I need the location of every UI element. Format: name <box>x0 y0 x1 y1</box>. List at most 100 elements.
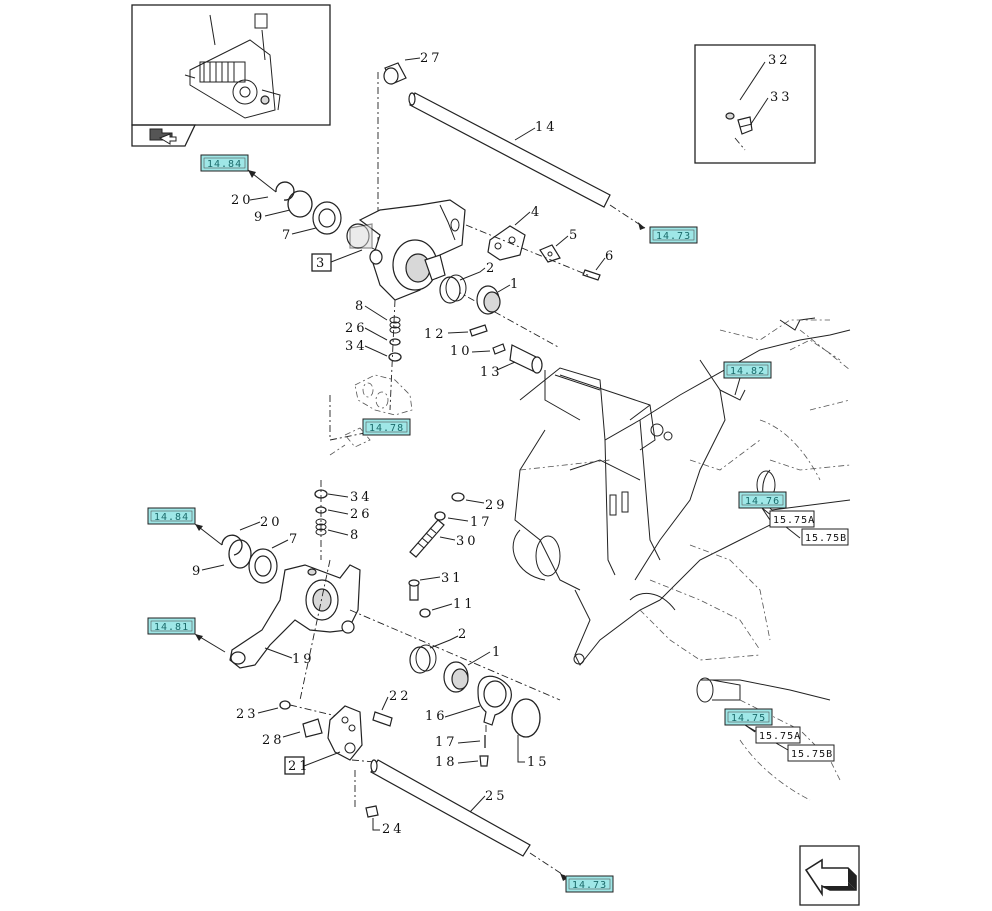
callout-8b: 8 <box>350 528 361 543</box>
callout-4: 4 <box>531 205 542 220</box>
ref-link-15-75A-upper[interactable]: 15.75A <box>769 510 815 528</box>
ref-link-14-73-bottom[interactable]: 14.73 <box>565 875 614 893</box>
part-25-shaft <box>370 759 531 857</box>
part-23-washer <box>279 700 291 710</box>
ref-link-15-75B-lower[interactable]: 15.75B <box>787 744 835 762</box>
part-18-screw <box>479 755 489 767</box>
ref-link-14-82[interactable]: 14.82 <box>723 361 772 379</box>
ref-link-14-75[interactable]: 14.75 <box>724 708 773 726</box>
callout-13: 13 <box>480 365 503 380</box>
ref-link-14-76[interactable]: 14.76 <box>738 491 787 509</box>
part-28-bushing <box>302 718 323 738</box>
callout-7b: 7 <box>289 532 300 547</box>
callout-23: 23 <box>236 707 259 722</box>
overview-thumbnail[interactable] <box>131 4 331 147</box>
callout-22: 22 <box>389 689 412 704</box>
callout-14: 14 <box>535 120 558 135</box>
part-21-bracket <box>327 705 363 761</box>
ref-label: 14.78 <box>369 423 404 434</box>
callout-17b: 17 <box>435 735 458 750</box>
part-30-threaded-rod <box>409 519 445 558</box>
ref-link-14-81[interactable]: 14.81 <box>147 617 196 635</box>
part-7-bearing <box>312 201 342 235</box>
callout-30: 30 <box>456 534 479 549</box>
ref-label: 14.82 <box>730 366 765 377</box>
callout-7a: 7 <box>282 228 293 243</box>
ref-label: 15.75B <box>791 749 833 760</box>
part-20-snap-ring <box>275 181 295 201</box>
callout-28: 28 <box>262 733 285 748</box>
callout-34b: 34 <box>350 490 373 505</box>
overview-machine-image <box>184 13 281 119</box>
part-9-circlip-lower <box>228 539 252 569</box>
ref-link-14-84-top[interactable]: 14.84 <box>200 154 249 172</box>
callout-31: 31 <box>441 571 464 586</box>
ref-link-14-73-top[interactable]: 14.73 <box>649 226 698 244</box>
callout-5: 5 <box>569 228 580 243</box>
part-2-bushing-pair-lower <box>409 644 437 674</box>
part-16-cam-plate <box>477 675 512 726</box>
ghost-linkage-14-78 <box>329 374 413 456</box>
part-11-washer <box>419 608 431 618</box>
callout-26b: 26 <box>350 507 373 522</box>
callout-26a: 26 <box>345 321 368 336</box>
callout-18: 18 <box>435 755 458 770</box>
folder-arrow-icon <box>149 128 177 145</box>
ref-label: 14.81 <box>154 622 189 633</box>
callout-3-box <box>311 253 332 272</box>
callout-29: 29 <box>485 498 508 513</box>
part-3-lever-arm <box>358 199 466 301</box>
callout-33: 33 <box>770 90 793 105</box>
callout-25: 25 <box>485 789 508 804</box>
part-8-spring <box>389 316 401 334</box>
callout-8a: 8 <box>355 299 366 314</box>
ref-label: 14.73 <box>572 880 607 891</box>
ref-label: 14.73 <box>656 231 691 242</box>
ref-link-14-78[interactable]: 14.78 <box>362 418 411 436</box>
next-page-arrow-button[interactable] <box>799 845 860 906</box>
part-1-seal <box>476 285 501 315</box>
part-27-bushing <box>383 62 407 85</box>
callout-34a: 34 <box>345 339 368 354</box>
callout-9a: 9 <box>254 210 265 225</box>
part-29-nut <box>451 492 465 502</box>
ref-label: 14.84 <box>207 159 242 170</box>
callout-10: 10 <box>450 344 473 359</box>
part-26-washer <box>389 338 401 346</box>
callout-2a: 2 <box>486 261 497 276</box>
ref-link-14-84-lower[interactable]: 14.84 <box>147 507 196 525</box>
part-32-fitting-cap <box>725 112 735 120</box>
part-19-lever <box>229 564 361 669</box>
callout-32: 32 <box>768 53 791 68</box>
ref-label: 15.75A <box>759 731 801 742</box>
callout-19: 19 <box>292 652 315 667</box>
part-10-pin <box>492 343 506 355</box>
part-22-bolt <box>372 711 393 727</box>
callout-3: 3 <box>316 256 327 271</box>
part-7-bearing-lower <box>248 548 278 584</box>
part-33-grease-nipple <box>737 116 753 135</box>
callout-1a: 1 <box>510 277 521 292</box>
part-13-bushing <box>509 344 543 374</box>
ref-link-15-75A-lower[interactable]: 15.75A <box>755 726 801 744</box>
part-14-shaft <box>408 92 611 208</box>
machine-frame <box>512 317 851 801</box>
callout-9b: 9 <box>192 564 203 579</box>
part-2-bushing-pair <box>439 274 467 304</box>
callout-11: 11 <box>453 597 476 612</box>
part-17-washer <box>434 511 446 521</box>
part-4-clamp <box>487 225 526 261</box>
part-9-circlip <box>287 190 313 218</box>
part-1-seal-lower <box>443 661 469 693</box>
ref-label: 15.75B <box>805 533 847 544</box>
inset-detail-box: 32 33 <box>694 44 816 164</box>
callout-2b: 2 <box>458 627 469 642</box>
ref-label: 14.76 <box>745 496 780 507</box>
callout-17a: 17 <box>470 515 493 530</box>
callout-1b: 1 <box>492 645 503 660</box>
callout-21: 21 <box>288 759 311 774</box>
part-12-bolt <box>469 324 488 337</box>
callout-20b: 20 <box>260 515 283 530</box>
next-page-arrow-icon <box>804 858 857 897</box>
ref-link-15-75B-upper[interactable]: 15.75B <box>801 528 849 546</box>
